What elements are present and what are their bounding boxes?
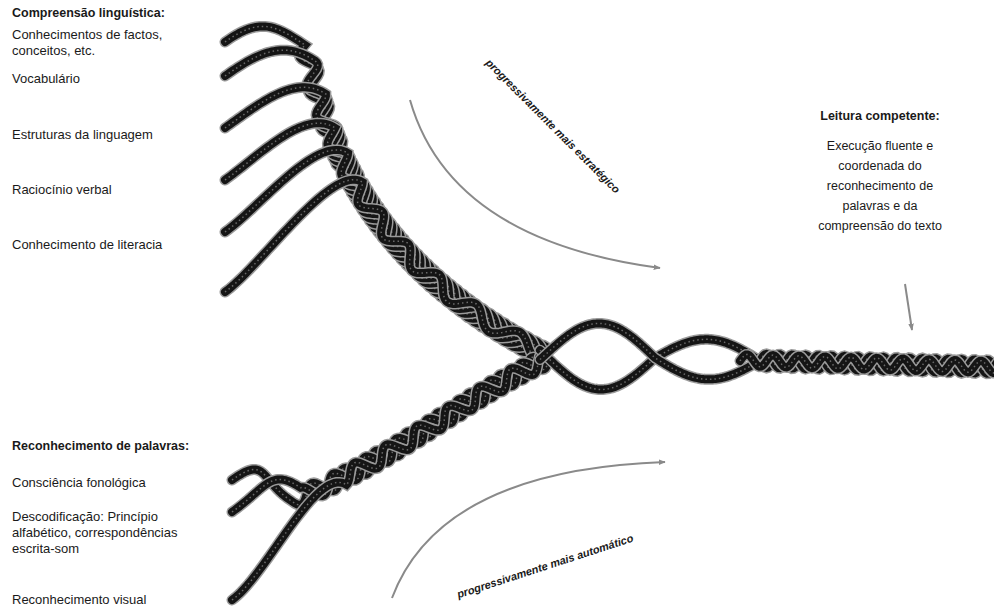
strand-texture [225, 150, 542, 361]
strand-texture [225, 180, 542, 361]
strand-texture [232, 362, 547, 512]
rope-strand [225, 180, 542, 361]
strand-edge [540, 339, 994, 389]
strand-edge [225, 150, 542, 361]
strand-edge [232, 362, 547, 512]
strand-core [540, 323, 994, 379]
rope-strand [225, 150, 542, 361]
strand-edge [540, 323, 994, 379]
strand-core [232, 353, 542, 600]
strand-core [540, 339, 994, 389]
rope-group [225, 26, 994, 600]
strand-core [232, 362, 547, 512]
component-label: Raciocínio verbal [12, 182, 212, 198]
component-label: Conhecimento de literacia [12, 237, 217, 253]
outcome-heading: Leitura competente: [780, 108, 980, 124]
component-label: Consciência fonológica [12, 475, 222, 491]
rope-strand [232, 362, 547, 512]
component-label: Descodificação: Princípio alfabético, co… [12, 509, 217, 557]
outcome-text: Execução fluente e coordenada do reconhe… [803, 136, 957, 236]
strand-edge [232, 353, 542, 600]
rope-strand [232, 353, 542, 600]
group-heading: Reconhecimento de palavras: [12, 438, 242, 454]
strand-texture [740, 354, 994, 372]
component-label: Vocabulário [12, 71, 212, 87]
strand-core [740, 354, 994, 372]
rope-strand [540, 339, 994, 389]
strand-core [225, 50, 548, 352]
component-label: Conhecimentos de factos, conceitos, etc. [12, 27, 212, 59]
strand-core [225, 150, 542, 361]
strand-texture [540, 339, 994, 389]
rope-strand [540, 323, 994, 379]
rope-strand [225, 50, 548, 352]
strand-edge [225, 180, 542, 361]
pointer-arrow [905, 284, 912, 330]
strand-core [225, 180, 542, 361]
strand-texture [540, 323, 994, 379]
group-heading: Compreensão linguística: [12, 5, 242, 21]
strand-edge [225, 50, 548, 352]
trend-label: progressivamente mais automático [455, 530, 636, 602]
component-label: Estruturas da linguagem [12, 127, 212, 143]
strand-edge [740, 354, 994, 372]
component-label: Reconhecimento visual [12, 592, 222, 608]
rope-strand [740, 354, 994, 372]
strand-texture [225, 50, 548, 352]
strand-texture [232, 353, 542, 600]
trend-label: progressivamente mais estratégico [482, 55, 624, 197]
